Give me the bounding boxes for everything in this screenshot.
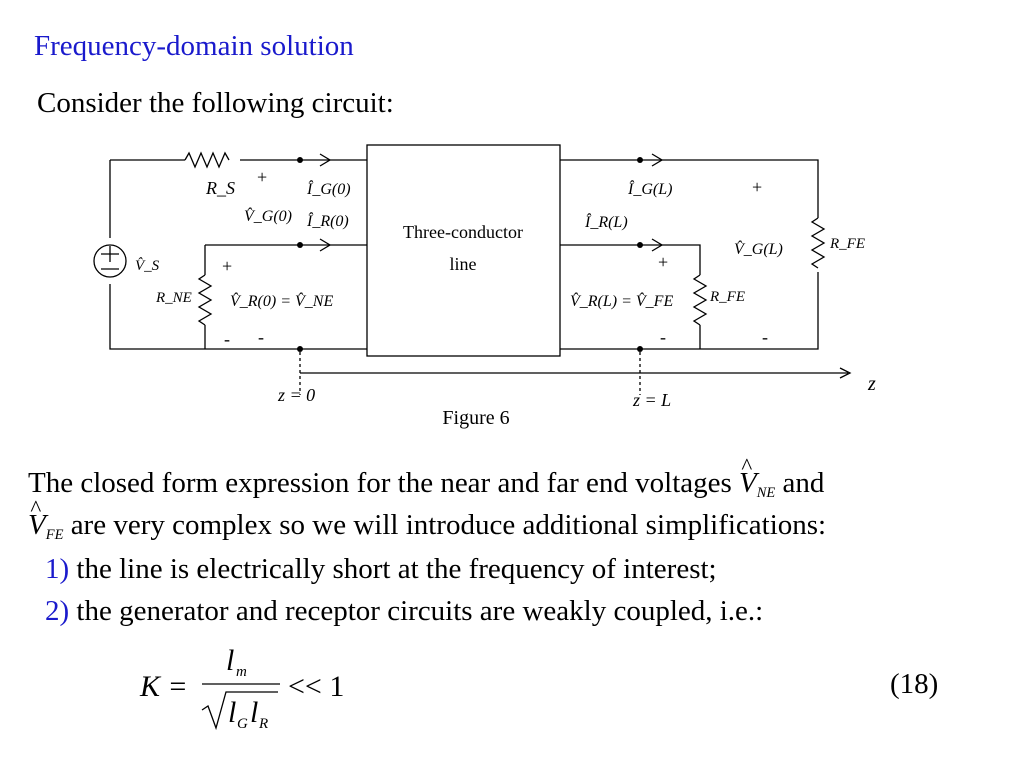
minus-sign: -	[224, 329, 230, 349]
item-text: the generator and receptor circuits are …	[69, 595, 764, 627]
minus-sign: -	[258, 327, 264, 347]
eq-rhs: << 1	[288, 670, 344, 703]
eq-num-sub: m	[236, 664, 247, 680]
body-line-1: The closed form expression for the near …	[28, 454, 825, 502]
z-axis-label: z	[867, 373, 876, 395]
rfe-top-label: R_FE	[829, 236, 865, 252]
eq-lhs: K =	[139, 670, 188, 703]
minus-sign: -	[762, 327, 768, 347]
list-item-2: 2) the generator and receptor circuits a…	[45, 595, 763, 628]
v-fe-symbol: VFE	[28, 496, 64, 544]
rne-resistor	[197, 274, 213, 326]
body-line-2: VFE are very complex so we will introduc…	[28, 496, 827, 544]
symbol-letter: V	[28, 509, 46, 541]
eq-num: l	[226, 644, 234, 677]
vs-label: V̂_S	[135, 258, 160, 274]
eq-den-b-sub: R	[258, 716, 268, 732]
body-text: and	[775, 467, 825, 499]
intro-text: Consider the following circuit:	[37, 87, 394, 119]
rfe-bottom-label: R_FE	[709, 289, 745, 305]
ig0-label: Î_G(0)	[306, 179, 351, 198]
vgL-label: V̂_G(L)	[734, 239, 783, 258]
plus-sign: +	[658, 252, 668, 272]
rs-resistor	[184, 151, 230, 169]
vrL-label: V̂_R(L) = V̂_FE	[570, 291, 673, 310]
equation-number: (18)	[890, 668, 939, 700]
plus-sign: +	[222, 256, 232, 276]
source-vs	[93, 244, 127, 278]
rfe-bottom-resistor	[692, 274, 708, 326]
irL-label: Î_R(L)	[584, 212, 628, 231]
v-ne-symbol: VNE	[739, 454, 776, 502]
rfe-top-resistor	[810, 217, 826, 269]
ir0-label: Î_R(0)	[306, 211, 349, 230]
zL-label: z = L	[632, 390, 671, 410]
figure-caption: Figure 6	[442, 407, 509, 429]
vr0-label: V̂_R(0) = V̂_NE	[230, 291, 333, 310]
item-number: 1)	[45, 553, 70, 585]
eq-den-a-sub: G	[237, 716, 248, 732]
item-number: 2)	[45, 595, 70, 627]
line-box	[366, 144, 561, 357]
item-text: the line is electrically short at the fr…	[69, 553, 717, 585]
rne-label: R_NE	[155, 290, 192, 306]
eq-den-a: l	[228, 696, 236, 729]
igL-label: Î_G(L)	[627, 179, 672, 198]
body-text: are very complex so we will introduce ad…	[63, 509, 827, 541]
symbol-subscript: NE	[756, 485, 776, 502]
circuit-diagram: Three-conductor line Figure 6 z z = 0 z …	[93, 144, 876, 429]
z0-label: z = 0	[277, 385, 315, 405]
list-item-1: 1) the line is electrically short at the…	[45, 553, 717, 586]
symbol-subscript: FE	[45, 527, 64, 544]
minus-sign: -	[660, 327, 666, 347]
box-label-1: Three-conductor	[403, 222, 523, 242]
eq-den-b: l	[250, 696, 258, 729]
slide-title: Frequency-domain solution	[34, 30, 354, 62]
box-label-2: line	[450, 254, 477, 274]
plus-sign: +	[257, 167, 267, 187]
body-text: The closed form expression for the near …	[28, 467, 740, 499]
vg0-label: V̂_G(0)	[244, 206, 292, 225]
symbol-letter: V	[739, 467, 757, 499]
plus-sign: +	[752, 177, 762, 197]
rs-label: R_S	[205, 178, 235, 198]
equation-18: K = l m l G l R << 1	[139, 644, 344, 732]
